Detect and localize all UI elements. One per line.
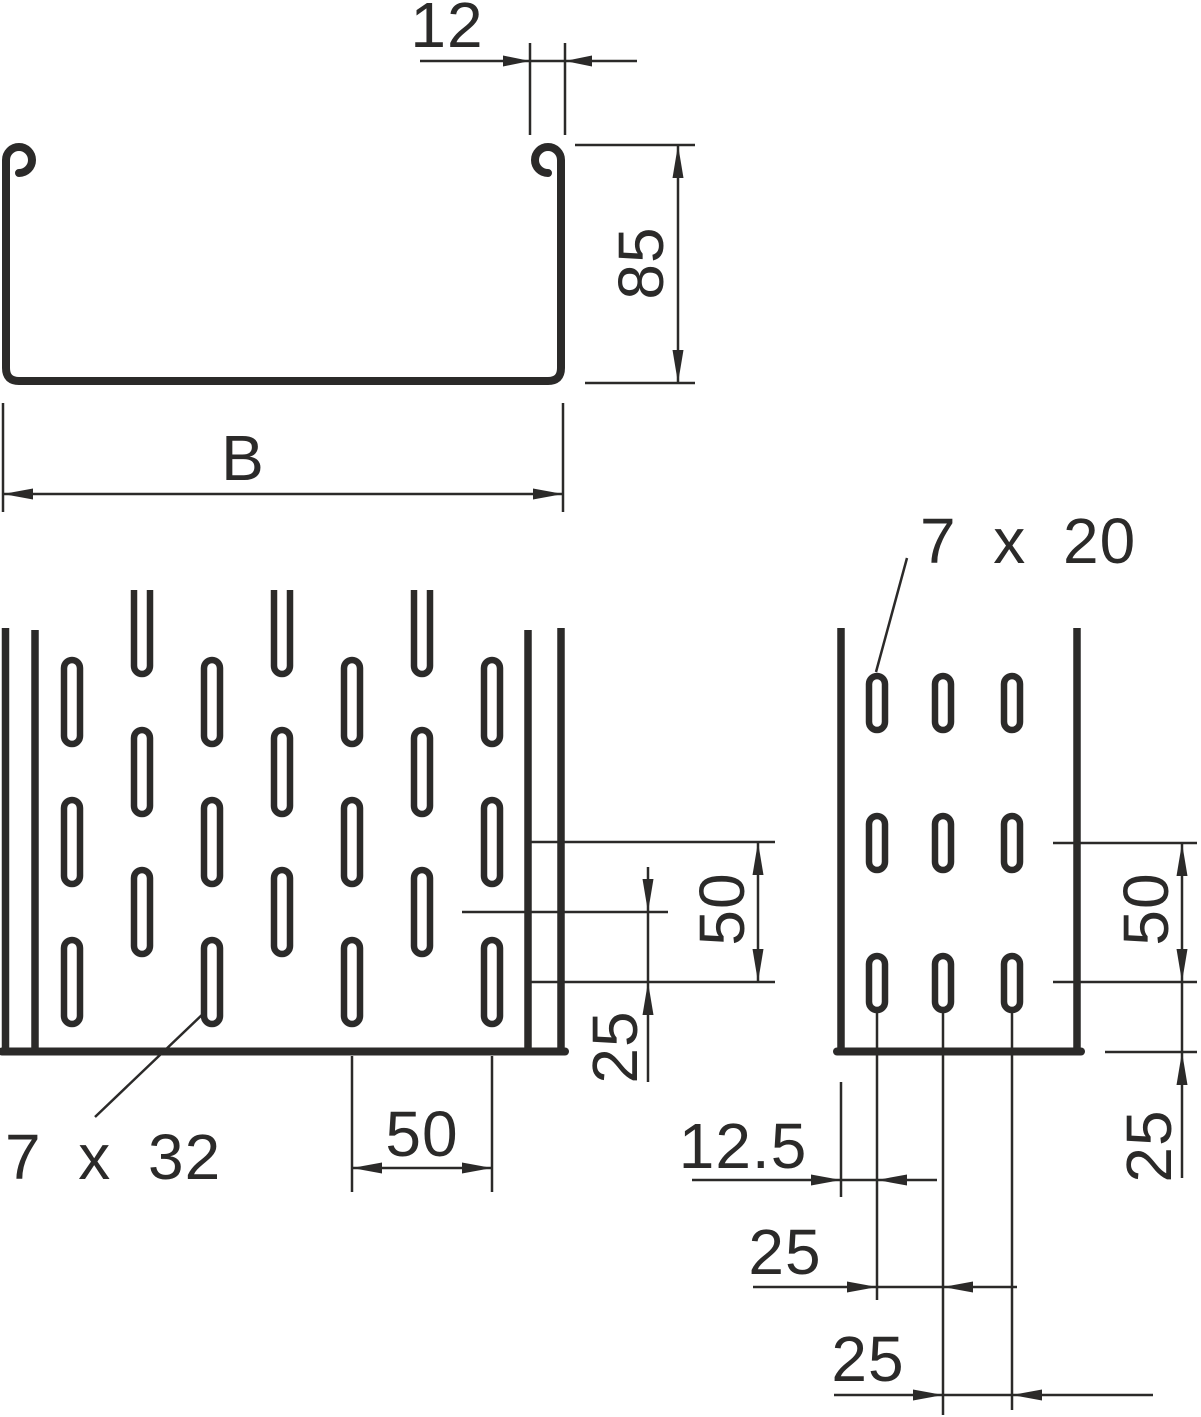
arrowhead-left-icon [565,55,592,67]
dim-text-B: B [221,422,265,494]
slot [200,936,224,1028]
arrowhead-up-icon [752,842,764,875]
arrowhead-left-icon [3,488,33,500]
slot [270,726,294,818]
plan-col-dim: 50 [350,1056,494,1192]
arrowhead-right-icon [462,1162,492,1174]
side-slot-label: 7 x 20 [874,505,1136,673]
arrowhead-up-icon [1176,843,1188,876]
plan-row-dims: 50 25 [462,840,775,1084]
slot-size-text: 7 x 32 [5,1121,221,1193]
slot [60,936,84,1028]
dim-text-25: 25 [579,1010,651,1083]
plan-slot-label: 7 x 32 [5,1011,221,1193]
slot [130,866,154,958]
cross-section-view: 12 85 B [1,0,695,512]
side-col-dims: 12.5 25 25 [679,1013,1153,1415]
arrowhead-left-icon [877,1174,907,1186]
plan-view: 7 x 32 50 25 50 [0,590,775,1193]
arrowhead-right-icon [503,55,530,67]
side-slots [865,672,1024,1014]
slot [931,952,955,1014]
arrowhead-down-icon [642,879,654,912]
slot [931,812,955,874]
dim-text-25: 25 [831,1323,904,1395]
slot [480,796,504,888]
side-view: 7 x 20 50 25 12.5 [679,505,1197,1415]
dim-text-50: 50 [1110,872,1182,945]
slot [480,936,504,1028]
arrowhead-up-icon [642,982,654,1015]
arrowhead-left-icon [1012,1389,1042,1401]
slot [270,866,294,958]
dim-text-12: 12 [410,0,483,61]
slot [480,656,504,748]
slot [340,796,364,888]
slot-cut-top [270,590,294,678]
dim-text-12.5: 12.5 [679,1110,808,1182]
slot [60,796,84,888]
slot [931,672,955,734]
arrowhead-right-icon [811,1174,841,1186]
arrowhead-left-icon [352,1162,382,1174]
dim-text-50: 50 [385,1098,458,1170]
dim-text-25: 25 [1113,1109,1185,1182]
slot [410,866,434,958]
arrowhead-left-icon [943,1281,973,1293]
dim-profile-width: B [1,403,565,512]
slot [200,656,224,748]
slot [1000,812,1024,874]
side-row-dims: 50 25 [1053,841,1197,1183]
leader-line [874,557,909,673]
arrowhead-down-icon [752,949,764,982]
slot [865,672,889,734]
plan-slots [60,590,504,1028]
dim-text-85: 85 [605,226,677,299]
dim-profile-height: 85 [575,143,695,385]
slot [60,656,84,748]
arrowhead-right-icon [913,1389,943,1401]
slot-cut-top [130,590,154,678]
slot-cut-top [410,590,434,678]
slot-size-text: 7 x 20 [920,505,1136,577]
dim-flange-width: 12 [410,0,637,135]
arrowhead-up-icon [672,145,684,178]
arrowhead-down-icon [1176,949,1188,982]
arrowhead-down-icon [672,350,684,383]
slot [200,796,224,888]
slot [410,726,434,818]
arrowhead-right-icon [533,488,563,500]
dim-text-50: 50 [686,872,758,945]
slot [130,726,154,818]
slot [865,952,889,1014]
leader-line [94,1011,206,1118]
profile-outline [2,143,565,385]
arrowhead-right-icon [847,1281,877,1293]
slot [1000,672,1024,734]
slot [340,656,364,748]
slot [340,936,364,1028]
arrowhead-up-icon [1176,1052,1188,1085]
slot [1000,952,1024,1014]
slot [865,812,889,874]
dim-text-25: 25 [748,1216,821,1288]
